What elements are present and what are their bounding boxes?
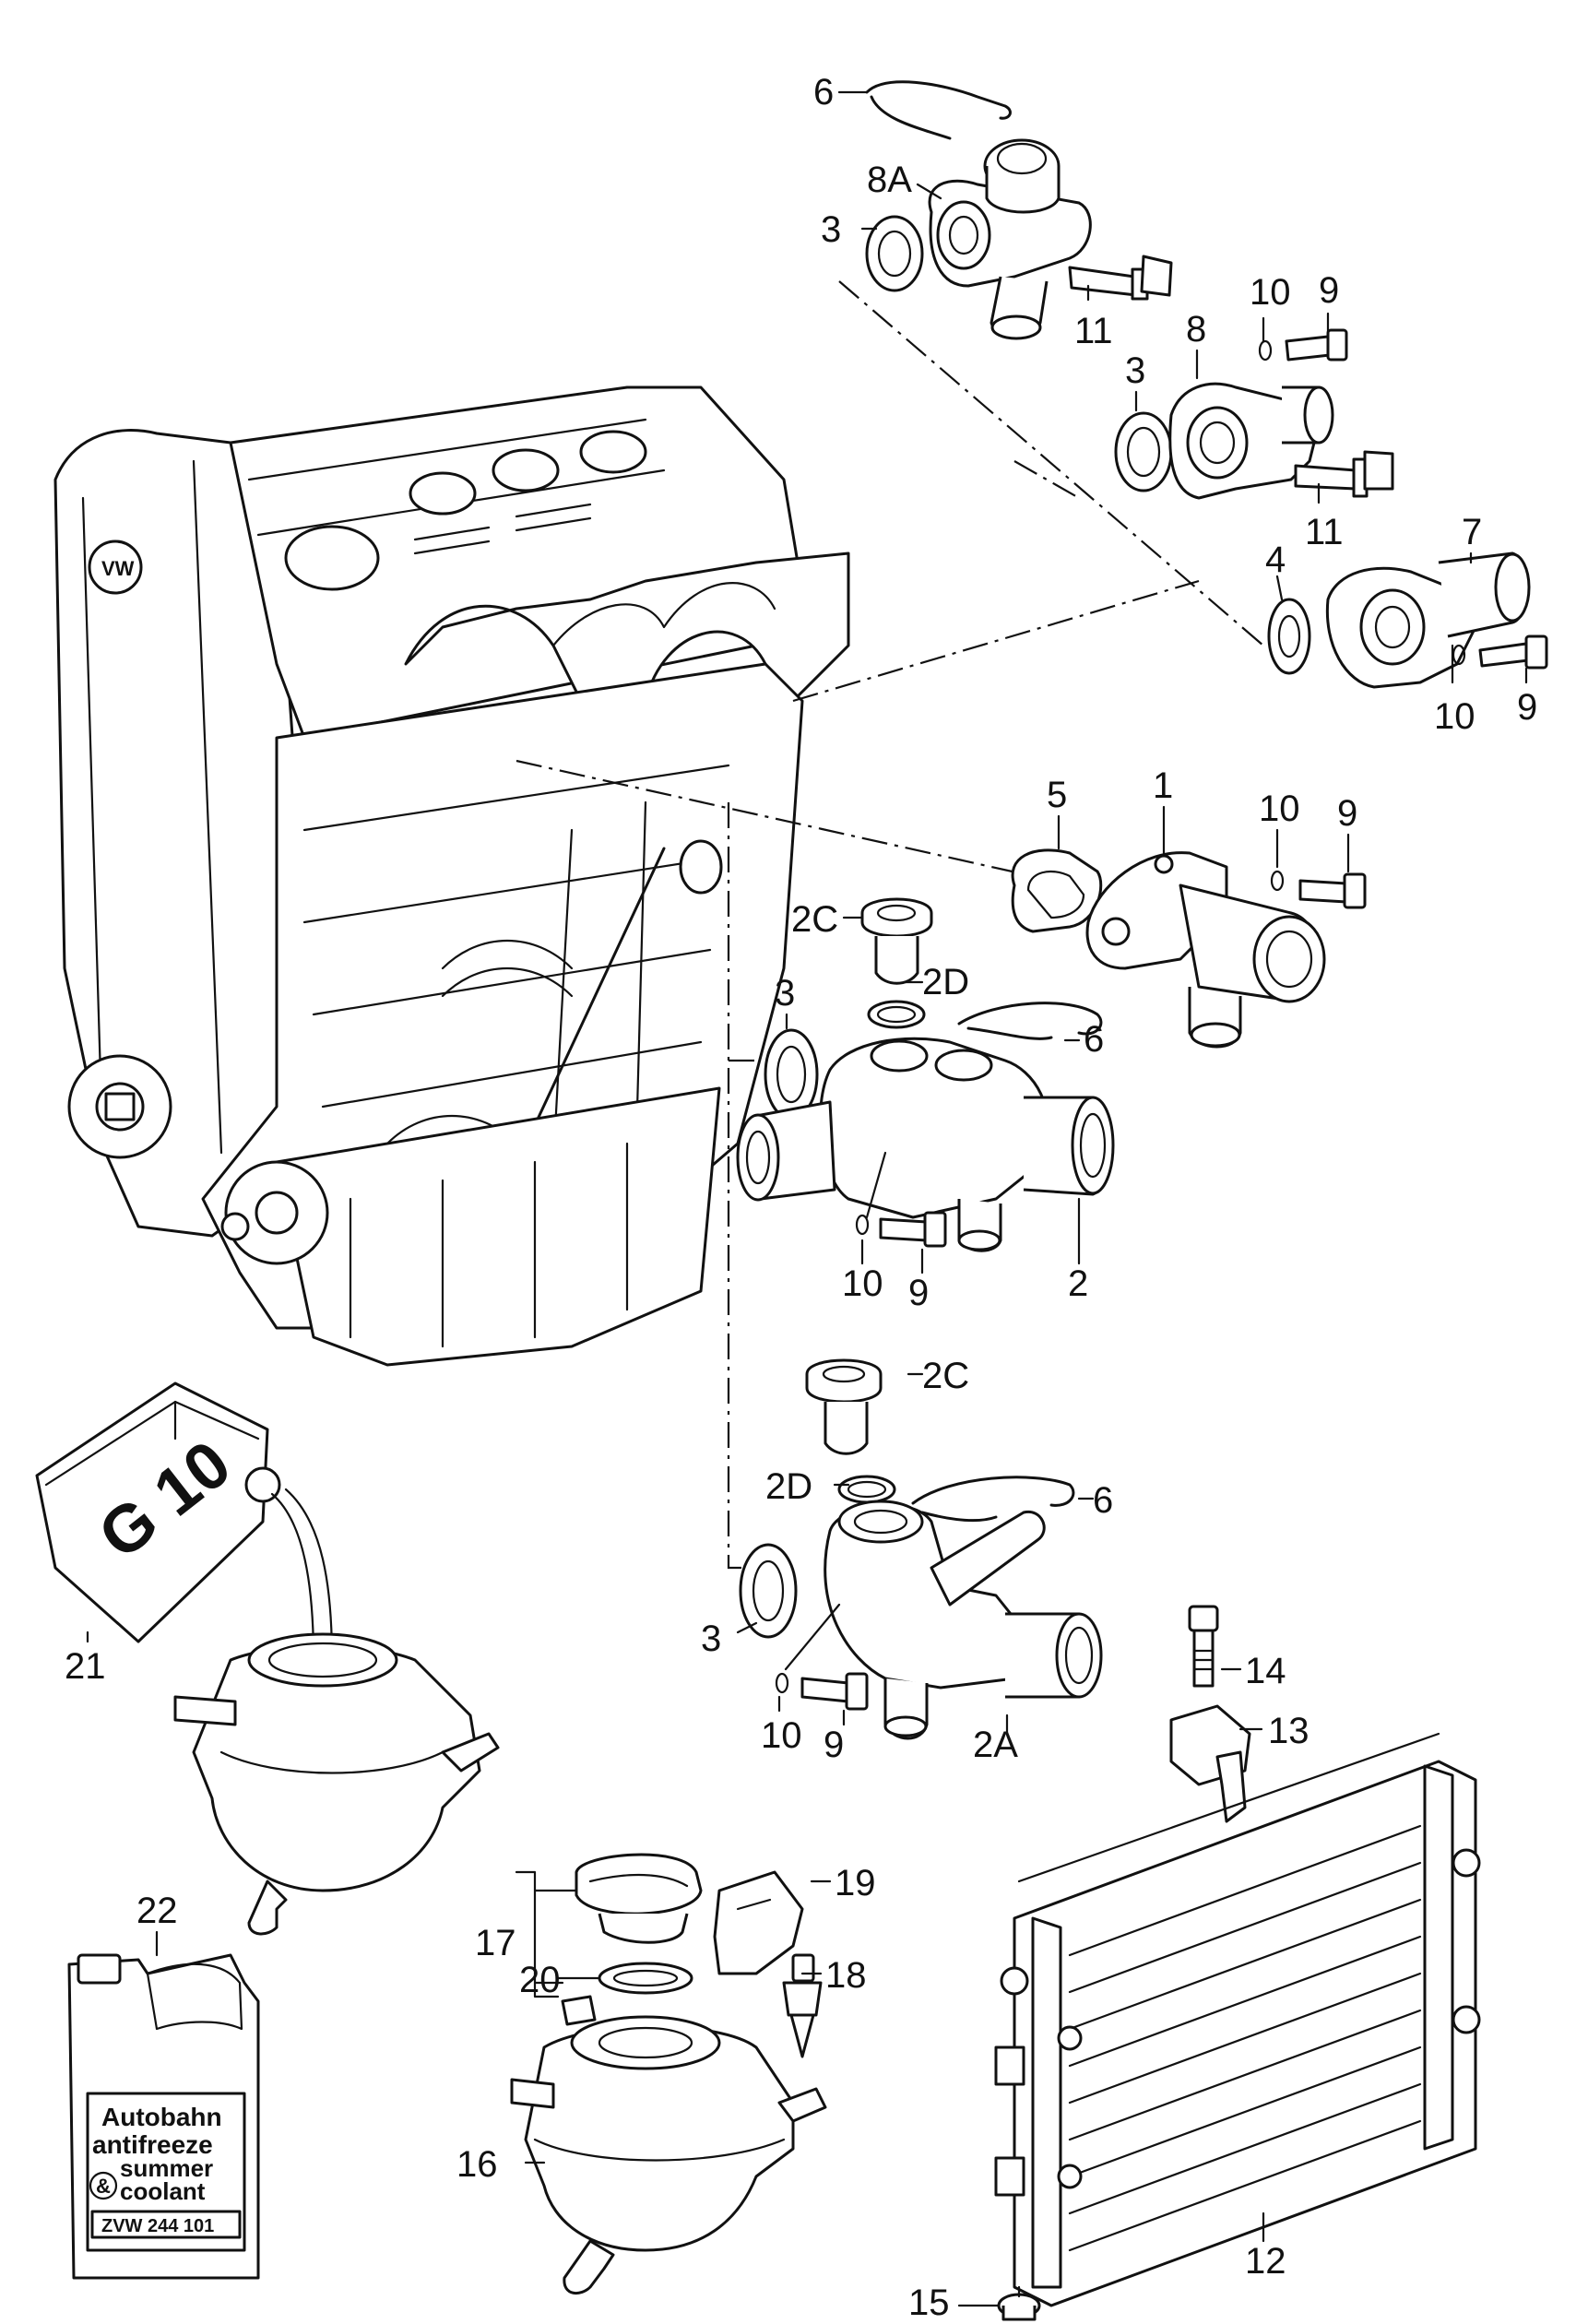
bottle-label-line2: antifreeze xyxy=(92,2130,213,2159)
callout-3: 3 xyxy=(821,209,841,250)
callout-10: 10 xyxy=(1259,788,1300,829)
callout-3: 3 xyxy=(775,973,795,1014)
callout-9: 9 xyxy=(824,1725,844,1765)
callout-10: 10 xyxy=(1434,696,1475,737)
callout-10: 10 xyxy=(842,1263,883,1304)
callout-14: 14 xyxy=(1245,1651,1286,1691)
engine-assembly: VW xyxy=(53,385,850,1367)
engine-logo: VW xyxy=(101,557,135,580)
callout-16: 16 xyxy=(456,2144,498,2185)
callout-2: 2 xyxy=(1068,1263,1088,1304)
callout-5: 5 xyxy=(1047,775,1067,815)
radiator xyxy=(994,1732,1481,2307)
bottle-label-line1: Autobahn xyxy=(101,2103,222,2131)
flange-8a-group xyxy=(865,80,1173,340)
callout-6: 6 xyxy=(1084,1019,1104,1060)
svg-text:&: & xyxy=(96,2175,111,2198)
callout-13: 13 xyxy=(1268,1711,1310,1751)
callout-21: 21 xyxy=(65,1646,106,1687)
callout-3: 3 xyxy=(1125,350,1145,391)
housing-2-group xyxy=(736,897,1115,1252)
callout-22: 22 xyxy=(136,1891,178,1931)
callout-19: 19 xyxy=(835,1863,876,1903)
callout-2c: 2C xyxy=(922,1356,969,1396)
callout-17: 17 xyxy=(475,1923,516,1963)
callout-2c: 2C xyxy=(791,899,838,940)
callout-10: 10 xyxy=(1250,272,1291,313)
flange-7-group xyxy=(1267,551,1548,689)
callout-12: 12 xyxy=(1245,2241,1286,2282)
callout-2d: 2D xyxy=(922,962,969,1002)
callout-1: 1 xyxy=(1153,765,1173,806)
leader-lines xyxy=(86,90,1528,2307)
flange-8-group xyxy=(1114,328,1394,500)
callout-9: 9 xyxy=(1337,793,1357,834)
antifreeze-bottle: Autobahn antifreeze summer coolant & ZVW… xyxy=(67,1953,260,2280)
bottle-label-line4: coolant xyxy=(120,2177,206,2205)
callout-3: 3 xyxy=(701,1618,721,1659)
callout-9: 9 xyxy=(1319,270,1339,311)
callout-2a: 2A xyxy=(973,1725,1018,1765)
callout-9: 9 xyxy=(1517,687,1537,728)
callout-8: 8 xyxy=(1186,309,1206,350)
callout-11: 11 xyxy=(1305,512,1344,552)
drain-plug xyxy=(997,2285,1041,2321)
housing-2a-group xyxy=(739,1358,1103,1740)
callout-labels: 6 8A 3 11 10 9 8 3 11 7 4 9 10 5 1 10 9 … xyxy=(65,72,1537,2323)
callout-10: 10 xyxy=(761,1715,802,1756)
expansion-tank-upper xyxy=(173,1632,500,1936)
bottle-label-line3: summer xyxy=(120,2154,213,2182)
callout-8a: 8A xyxy=(867,160,912,200)
callout-15: 15 xyxy=(908,2282,950,2323)
callout-18: 18 xyxy=(825,1955,867,1996)
callout-7: 7 xyxy=(1462,512,1482,552)
callout-4: 4 xyxy=(1265,540,1286,580)
flange-1-group xyxy=(1011,848,1367,1049)
antifreeze-canister: G 10 xyxy=(35,1381,334,1662)
callout-6: 6 xyxy=(813,72,834,113)
bottle-part-number: ZVW 244 101 xyxy=(101,2216,214,2236)
mount-bolt-nut xyxy=(1169,1605,1251,1823)
callout-20: 20 xyxy=(519,1960,561,2000)
expansion-tank-lower xyxy=(510,1853,827,2295)
callout-2d: 2D xyxy=(765,1466,812,1507)
callout-9: 9 xyxy=(908,1273,929,1313)
callout-11: 11 xyxy=(1074,311,1113,351)
callout-6: 6 xyxy=(1093,1480,1113,1521)
